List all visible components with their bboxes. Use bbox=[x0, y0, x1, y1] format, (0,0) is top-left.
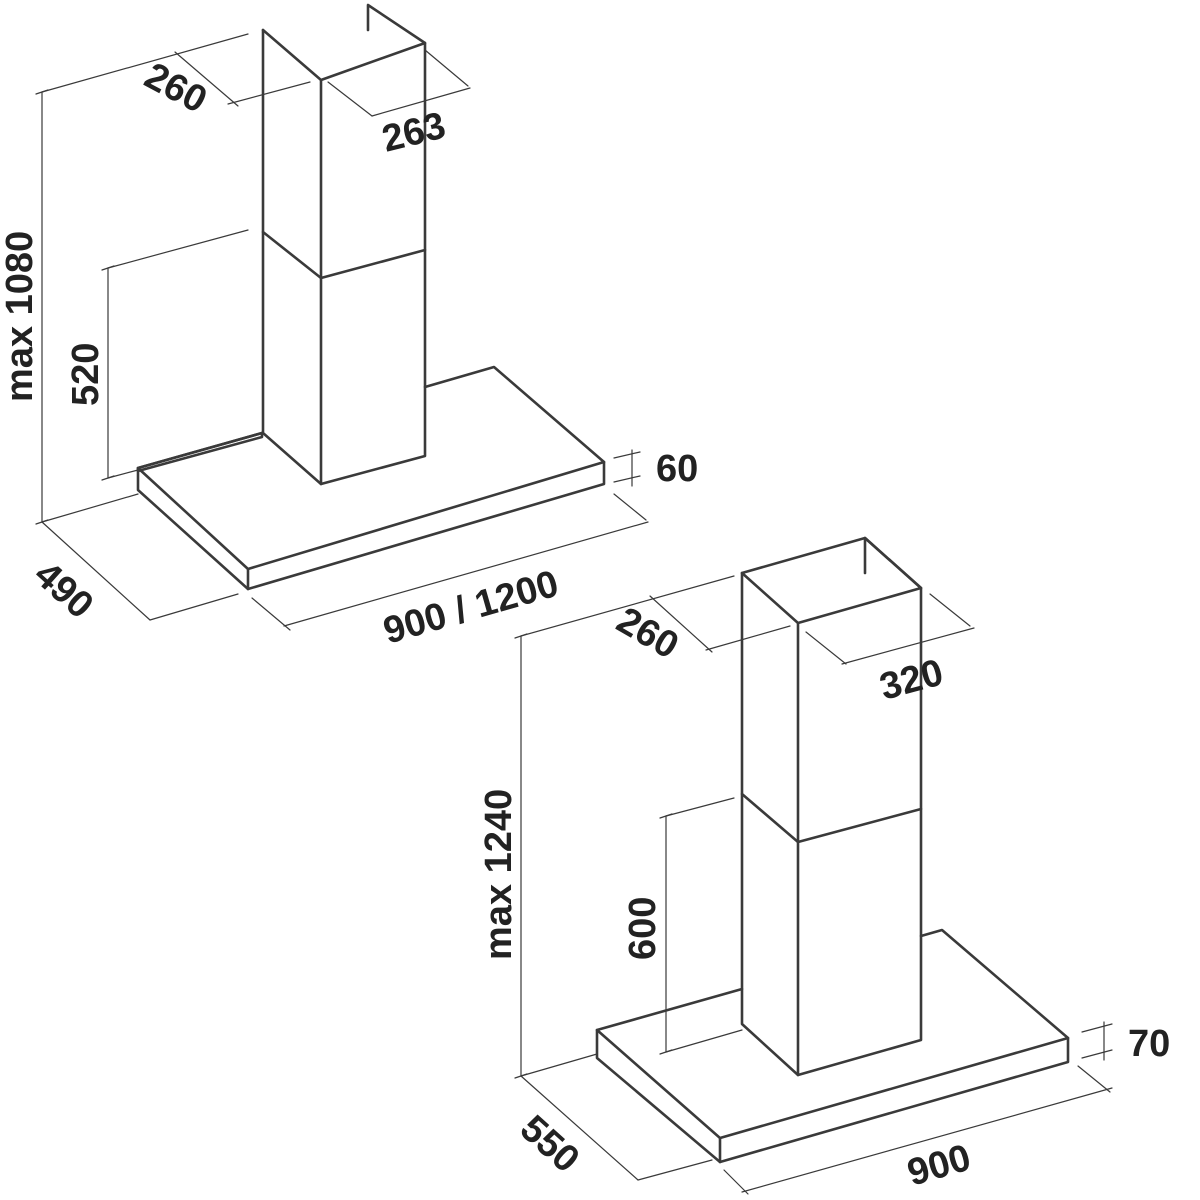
hood-a-duct-depth-line bbox=[174, 51, 239, 107]
hood-a-dimension-lines bbox=[35, 33, 649, 631]
hood-a-canopy-width-label: 900 / 1200 bbox=[379, 563, 563, 653]
hood-b: 260 320 max 1240 600 70 550 900 bbox=[478, 536, 1170, 1195]
hood-b-upper-duct-top bbox=[740, 536, 923, 625]
hood-b-thickness-line bbox=[1081, 1023, 1113, 1033]
hood-a-canopy-depth-label: 490 bbox=[26, 553, 101, 627]
hood-a-canopy-depth-line bbox=[41, 521, 151, 621]
hood-b-lower-duct bbox=[740, 792, 923, 1077]
hood-a-upper-duct-edge bbox=[261, 28, 323, 82]
hood-b-duct-depth-label: 260 bbox=[610, 599, 686, 667]
hood-a-duct-width-line bbox=[371, 87, 471, 117]
hood-a-labels: 260 263 max 1080 520 60 490 900 / 1200 bbox=[0, 55, 698, 653]
hood-b-labels: 260 320 max 1240 600 70 550 900 bbox=[478, 599, 1170, 1194]
hood-a-upper-duct-top bbox=[319, 41, 427, 280]
hood-a-canopy-width-line bbox=[283, 521, 649, 627]
hood-b-max-height-label: max 1240 bbox=[478, 789, 520, 960]
hood-a-thickness-label: 60 bbox=[656, 448, 698, 490]
hood-a-duct-height-label: 520 bbox=[65, 343, 107, 406]
hood-b-canopy-front-edge bbox=[595, 1028, 1070, 1164]
hood-b-canopy-width-label: 900 bbox=[903, 1137, 976, 1195]
hood-a-max-height-label: max 1080 bbox=[0, 231, 41, 402]
hood-b-canopy-top-face bbox=[595, 928, 1070, 1140]
hood-b-duct-height-label: 600 bbox=[622, 897, 664, 960]
hood-b-duct-width-line bbox=[841, 627, 975, 665]
hood-b-canopy-width-line bbox=[741, 1087, 1113, 1193]
hood-a-chimney bbox=[261, 3, 427, 486]
hood-a-canopy bbox=[136, 365, 606, 591]
hood-b-chimney bbox=[740, 536, 923, 1077]
hood-a-thickness-line bbox=[613, 451, 641, 459]
hood-b-dimension-lines bbox=[514, 575, 1113, 1195]
hood-b-canopy-depth-label: 550 bbox=[512, 1107, 587, 1181]
hood-a-canopy-top-face bbox=[136, 365, 606, 571]
hood-b-thickness-label: 70 bbox=[1128, 1023, 1170, 1065]
hood-b-canopy bbox=[595, 928, 1070, 1164]
hood-b-duct-depth-line bbox=[649, 595, 713, 653]
hood-b-canopy-depth-line bbox=[520, 1075, 639, 1181]
hood-a-duct-width-label: 263 bbox=[378, 105, 450, 161]
hood-a: 260 263 max 1080 520 60 490 900 / 1200 bbox=[0, 3, 698, 653]
hood-a-lower-duct bbox=[261, 230, 427, 486]
hood-a-duct-depth-label: 260 bbox=[138, 55, 214, 122]
hood-b-duct-width-label: 320 bbox=[875, 652, 947, 709]
